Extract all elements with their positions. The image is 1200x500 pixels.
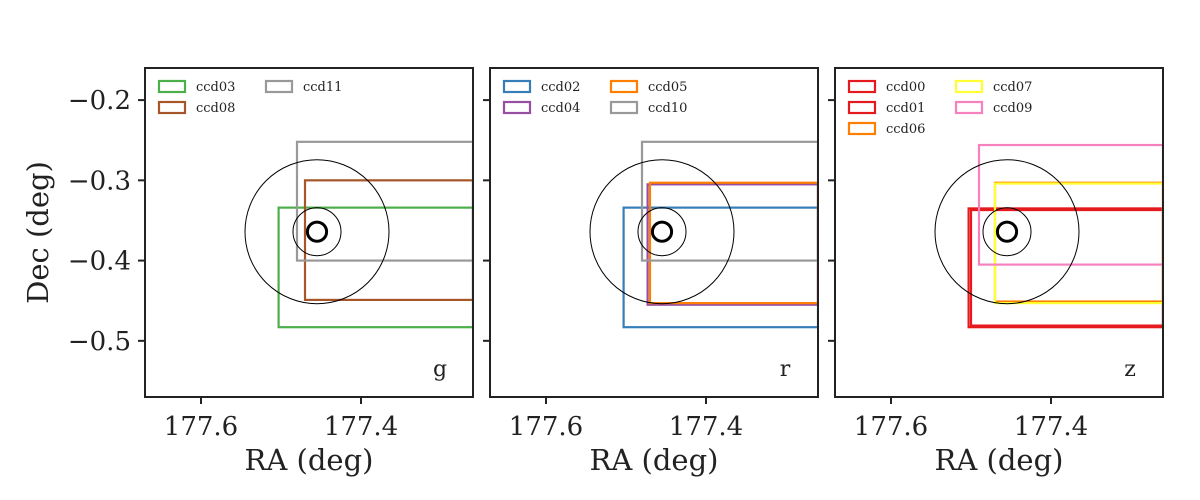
footprint-ccd11 bbox=[295, 140, 473, 262]
footprint-ccd06 bbox=[993, 181, 1163, 303]
panel-g: 177.6 177.4 −0.2 −0.3 −0.4 −0.5 RA (deg) Dec (d… bbox=[21, 67, 474, 477]
panel-r: 177.6 177.4RA (deg) r ccd02 ccd04 ccd05 ccd10 bbox=[483, 67, 819, 477]
target-circle-3 bbox=[244, 159, 390, 305]
axes-frame bbox=[834, 67, 1164, 398]
legend-item-ccd04: ccd04 bbox=[502, 100, 580, 116]
y-tick-label: −0.2 bbox=[68, 86, 131, 116]
band-label: g bbox=[433, 357, 447, 382]
legend-swatch bbox=[609, 79, 639, 94]
legend-swatch bbox=[847, 100, 877, 115]
legend-label: ccd07 bbox=[993, 80, 1032, 95]
footprint-ccd05 bbox=[648, 181, 818, 305]
legend-item-ccd08: ccd08 bbox=[157, 100, 235, 116]
legend-item-ccd05: ccd05 bbox=[609, 79, 687, 95]
y-axis-label: Dec (deg) bbox=[21, 161, 55, 304]
legend-label: ccd05 bbox=[648, 80, 687, 95]
target-circle-1 bbox=[650, 220, 674, 243]
legend-swatch bbox=[264, 79, 294, 94]
plot-area bbox=[244, 140, 473, 329]
legend-item-ccd01: ccd01 bbox=[847, 100, 925, 116]
legend-item-ccd00: ccd00 bbox=[847, 79, 925, 95]
legend-label: ccd09 bbox=[993, 101, 1032, 116]
legend-item-ccd06: ccd06 bbox=[847, 121, 925, 137]
legend-swatch bbox=[847, 121, 877, 136]
axes-frame bbox=[144, 67, 474, 398]
y-tick-label: −0.4 bbox=[68, 247, 131, 277]
legend-item-ccd09: ccd09 bbox=[954, 100, 1032, 116]
x-axis-label: RA (deg) bbox=[245, 443, 374, 477]
y-tick-label: −0.5 bbox=[68, 327, 131, 357]
legend-label: ccd01 bbox=[886, 101, 925, 116]
legend-label: ccd04 bbox=[541, 101, 580, 116]
target-circle-2 bbox=[637, 207, 687, 257]
x-axis-label: RA (deg) bbox=[935, 443, 1064, 477]
legend-swatch bbox=[847, 79, 877, 94]
legend-label: ccd06 bbox=[886, 122, 925, 137]
band-label: z bbox=[1124, 357, 1136, 382]
footprint-ccd01 bbox=[969, 208, 1163, 327]
footprint-ccd08 bbox=[303, 179, 473, 302]
legend-label: ccd00 bbox=[886, 80, 925, 95]
legend-label: ccd08 bbox=[196, 101, 235, 116]
target-circle-2 bbox=[292, 207, 342, 257]
x-tick-label: 177.4 bbox=[1014, 412, 1088, 442]
y-tick-label: −0.3 bbox=[68, 166, 131, 196]
legend-swatch bbox=[502, 79, 532, 94]
footprint-ccd10 bbox=[640, 140, 818, 262]
footprint-ccd07 bbox=[993, 182, 1163, 305]
target-circle-1 bbox=[305, 220, 329, 243]
plot-area bbox=[589, 140, 818, 329]
axes-frame bbox=[489, 67, 819, 398]
legend-swatch bbox=[954, 100, 984, 115]
plot-area bbox=[934, 143, 1163, 329]
band-label: r bbox=[780, 357, 791, 382]
x-tick-label: 177.6 bbox=[164, 412, 238, 442]
legend-label: ccd11 bbox=[303, 80, 342, 95]
legend-label: ccd10 bbox=[648, 101, 687, 116]
footprint-ccd09 bbox=[977, 143, 1163, 266]
target-circle-3 bbox=[589, 159, 735, 305]
legend-swatch bbox=[157, 79, 187, 94]
legend-swatch bbox=[609, 100, 639, 115]
x-tick-label: 177.4 bbox=[669, 412, 743, 442]
panel-z: 177.6 177.4RA (deg) z ccd00 ccd01 ccd06 ccd07 c… bbox=[828, 67, 1164, 477]
legend-swatch bbox=[502, 100, 532, 115]
legend-swatch bbox=[954, 79, 984, 94]
footprint-ccd03 bbox=[277, 206, 473, 329]
legend-label: ccd03 bbox=[196, 80, 235, 95]
x-tick-label: 177.6 bbox=[509, 412, 583, 442]
legend-item-ccd03: ccd03 bbox=[157, 79, 235, 95]
legend-swatch bbox=[157, 100, 187, 115]
legend-label: ccd02 bbox=[541, 80, 580, 95]
target-circle-1 bbox=[995, 220, 1019, 243]
legend-item-ccd07: ccd07 bbox=[954, 79, 1032, 95]
target-circle-2 bbox=[982, 207, 1032, 257]
x-tick-label: 177.6 bbox=[854, 412, 928, 442]
x-axis-label: RA (deg) bbox=[590, 443, 719, 477]
target-circle-3 bbox=[934, 159, 1080, 305]
legend-item-ccd02: ccd02 bbox=[502, 79, 580, 95]
legend-item-ccd10: ccd10 bbox=[609, 100, 687, 116]
x-tick-label: 177.4 bbox=[324, 412, 398, 442]
legend-item-ccd11: ccd11 bbox=[264, 79, 342, 95]
